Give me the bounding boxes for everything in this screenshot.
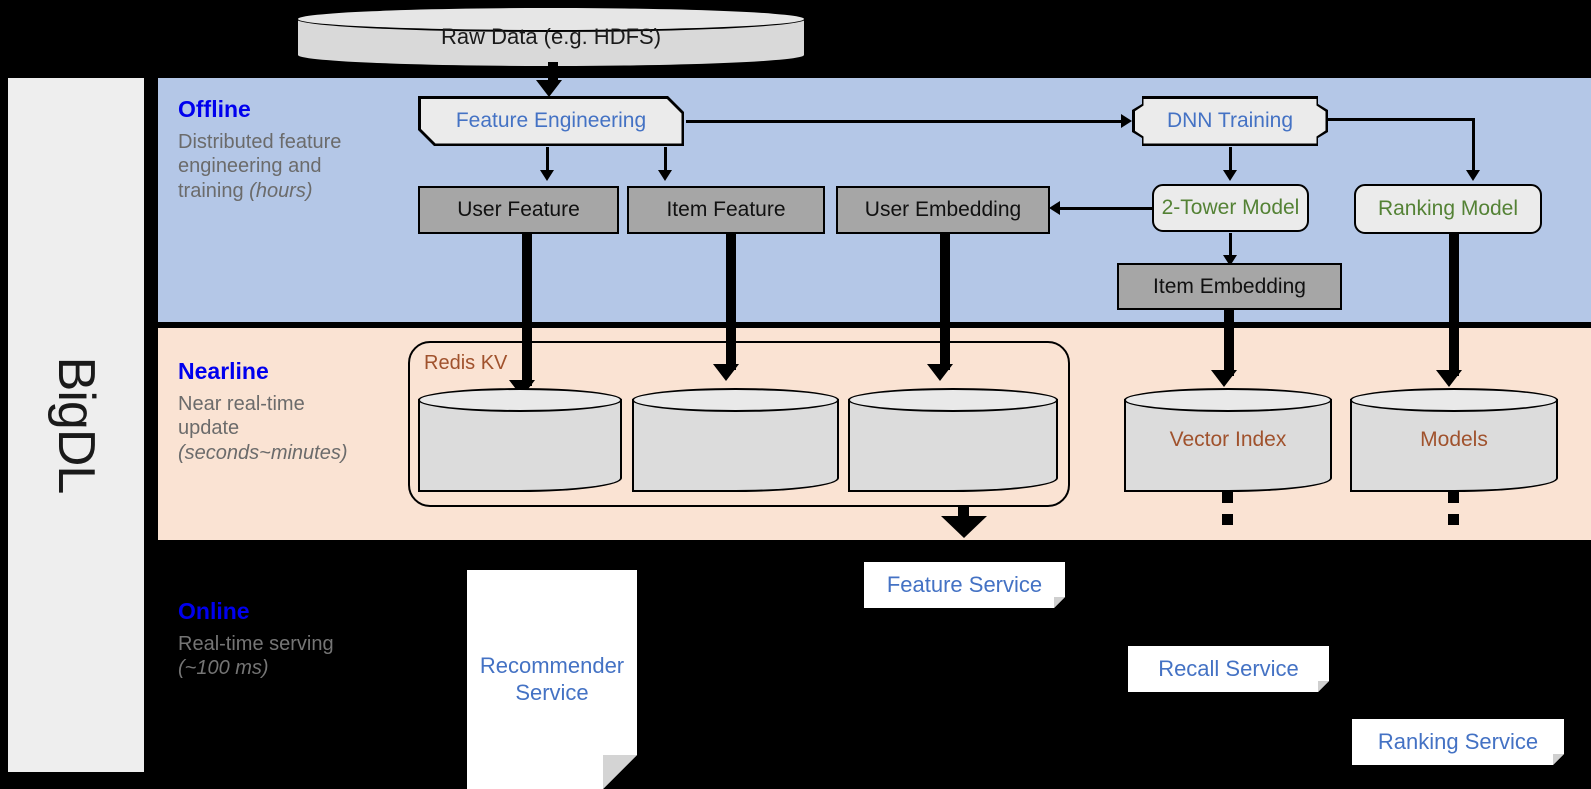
feature-engineering-label: Feature Engineering (455, 109, 647, 133)
node-feature-service[interactable]: Feature Service (864, 562, 1065, 608)
pipe-stub-vectorindex-a (1222, 492, 1233, 503)
node-user-feature[interactable]: User Feature (418, 186, 619, 234)
item-feature-label: Item Feature (666, 198, 786, 222)
nearline-subtitle: Near real-time update (seconds~minutes) (178, 393, 348, 464)
ranking-service-fold (1553, 754, 1564, 765)
connector-fe-dnn (686, 120, 1122, 123)
store-user-feature-label (418, 388, 622, 492)
node-item-embedding[interactable]: Item Embedding (1117, 263, 1342, 310)
connector-dnn-ranking-v (1472, 118, 1475, 171)
cylinder-body (418, 399, 622, 492)
online-title: Online (178, 598, 250, 624)
models-label: Models (1420, 428, 1488, 451)
arrowhead-dnn-ranking (1466, 170, 1480, 181)
connector-twotower-itemembedding (1229, 233, 1232, 258)
nearline-caption: Nearline Near real-time update (seconds~… (178, 358, 348, 465)
arrowhead-rawdata-fe (536, 80, 562, 97)
recall-service-fold (1318, 681, 1329, 692)
arrowhead-userembedding-store (927, 364, 953, 381)
feature-service-label: Feature Service (886, 571, 1043, 597)
pipe-itemembedding-vectorindex (1224, 310, 1234, 376)
cylinder-body (632, 399, 839, 492)
store-user-embedding-cylinder[interactable] (848, 388, 1058, 492)
store-item-feature-cylinder[interactable] (632, 388, 839, 492)
raw-data-cylinder: Raw Data (e.g. HDFS) (296, 6, 806, 68)
vector-index-cylinder[interactable]: Vector Index (1124, 388, 1332, 492)
node-two-tower-model[interactable]: 2-Tower Model (1152, 184, 1309, 232)
arrowhead-itemfeature-store (713, 364, 739, 381)
connector-fe-userfeature (546, 147, 549, 173)
cylinder-top (848, 388, 1058, 412)
offline-title: Offline (178, 96, 251, 122)
recommender-service-label: Recommender Service (479, 653, 625, 705)
models-cylinder[interactable]: Models (1350, 388, 1558, 492)
node-feature-engineering[interactable]: Feature Engineering (418, 96, 684, 146)
vector-index-label: Vector Index (1169, 428, 1287, 451)
pipe-itemfeature-store (726, 234, 736, 370)
recall-service-label: Recall Service (1158, 655, 1299, 681)
arrowhead-rankingmodel-models (1436, 370, 1462, 387)
connector-dnn-twotower (1229, 147, 1232, 173)
cylinder-top (1124, 388, 1332, 412)
offline-caption: Offline Distributed feature engineering … (178, 96, 343, 203)
nearline-title: Nearline (178, 358, 269, 384)
cylinder-body (848, 399, 1058, 492)
user-feature-label: User Feature (457, 198, 580, 222)
item-embedding-label: Item Embedding (1153, 274, 1306, 298)
node-ranking-service[interactable]: Ranking Service (1352, 719, 1564, 765)
online-subtitle: Real-time serving (~100 ms) (178, 633, 334, 680)
store-user-embedding-label (848, 388, 1058, 492)
online-caption: Online Real-time serving (~100 ms) (178, 598, 343, 681)
arrowhead-fe-dnn (1121, 114, 1132, 128)
redis-kv-group (408, 341, 1070, 507)
node-recommender-service[interactable]: Recommender Service (467, 570, 637, 789)
pipe-userfeature-store (522, 234, 532, 386)
arrowhead-fe-userfeature (540, 170, 554, 181)
connector-twotower-userembedding (1060, 207, 1154, 210)
user-embedding-label: User Embedding (864, 198, 1022, 222)
cylinder-top (296, 6, 806, 32)
two-tower-model-label: 2-Tower Model (1161, 196, 1300, 220)
pipe-stub-featureservice (958, 505, 969, 516)
cylinder-body (1124, 399, 1332, 492)
node-item-feature[interactable]: Item Feature (627, 186, 825, 234)
pipe-rankingmodel-models (1449, 234, 1459, 376)
bigdl-label: BigDL (47, 356, 105, 494)
node-recall-service[interactable]: Recall Service (1128, 646, 1329, 692)
arrowhead-featureservice (941, 516, 987, 538)
arrowhead-itemembedding-vectorindex (1211, 370, 1237, 387)
pipe-userembedding-store (940, 234, 950, 370)
dnn-training-label: DNN Training (1166, 109, 1294, 133)
pipe-stub-vectorindex-b (1222, 514, 1233, 525)
raw-data-label: Raw Data (e.g. HDFS) (440, 24, 662, 49)
recommender-service-fold (603, 755, 637, 789)
cylinder-top (632, 388, 839, 412)
node-ranking-model[interactable]: Ranking Model (1354, 184, 1542, 234)
cylinder-top (418, 388, 622, 412)
connector-rawdata-fe (548, 62, 558, 84)
bigdl-rail: BigDL (8, 78, 144, 772)
node-dnn-training[interactable]: DNN Training (1132, 96, 1328, 146)
redis-kv-label: Redis KV (424, 352, 508, 374)
pipe-stub-models-a (1448, 492, 1459, 503)
node-user-embedding[interactable]: User Embedding (836, 186, 1050, 234)
connector-fe-itemfeature (664, 147, 667, 173)
store-item-feature-label (632, 388, 839, 492)
store-user-feature-cylinder[interactable] (418, 388, 622, 492)
arrowhead-twotower-userembedding (1049, 201, 1060, 215)
cylinder-body (1350, 399, 1558, 492)
arrowhead-dnn-twotower (1223, 170, 1237, 181)
connector-dnn-ranking-h (1326, 118, 1474, 121)
ranking-service-label: Ranking Service (1377, 728, 1539, 754)
offline-subtitle: Distributed feature engineering and trai… (178, 131, 342, 202)
ranking-model-label: Ranking Model (1377, 197, 1519, 221)
cylinder-top (1350, 388, 1558, 412)
arrowhead-twotower-itemembedding (1223, 255, 1237, 266)
arrowhead-fe-itemfeature (658, 170, 672, 181)
feature-service-fold (1054, 597, 1065, 608)
pipe-stub-models-b (1448, 514, 1459, 525)
